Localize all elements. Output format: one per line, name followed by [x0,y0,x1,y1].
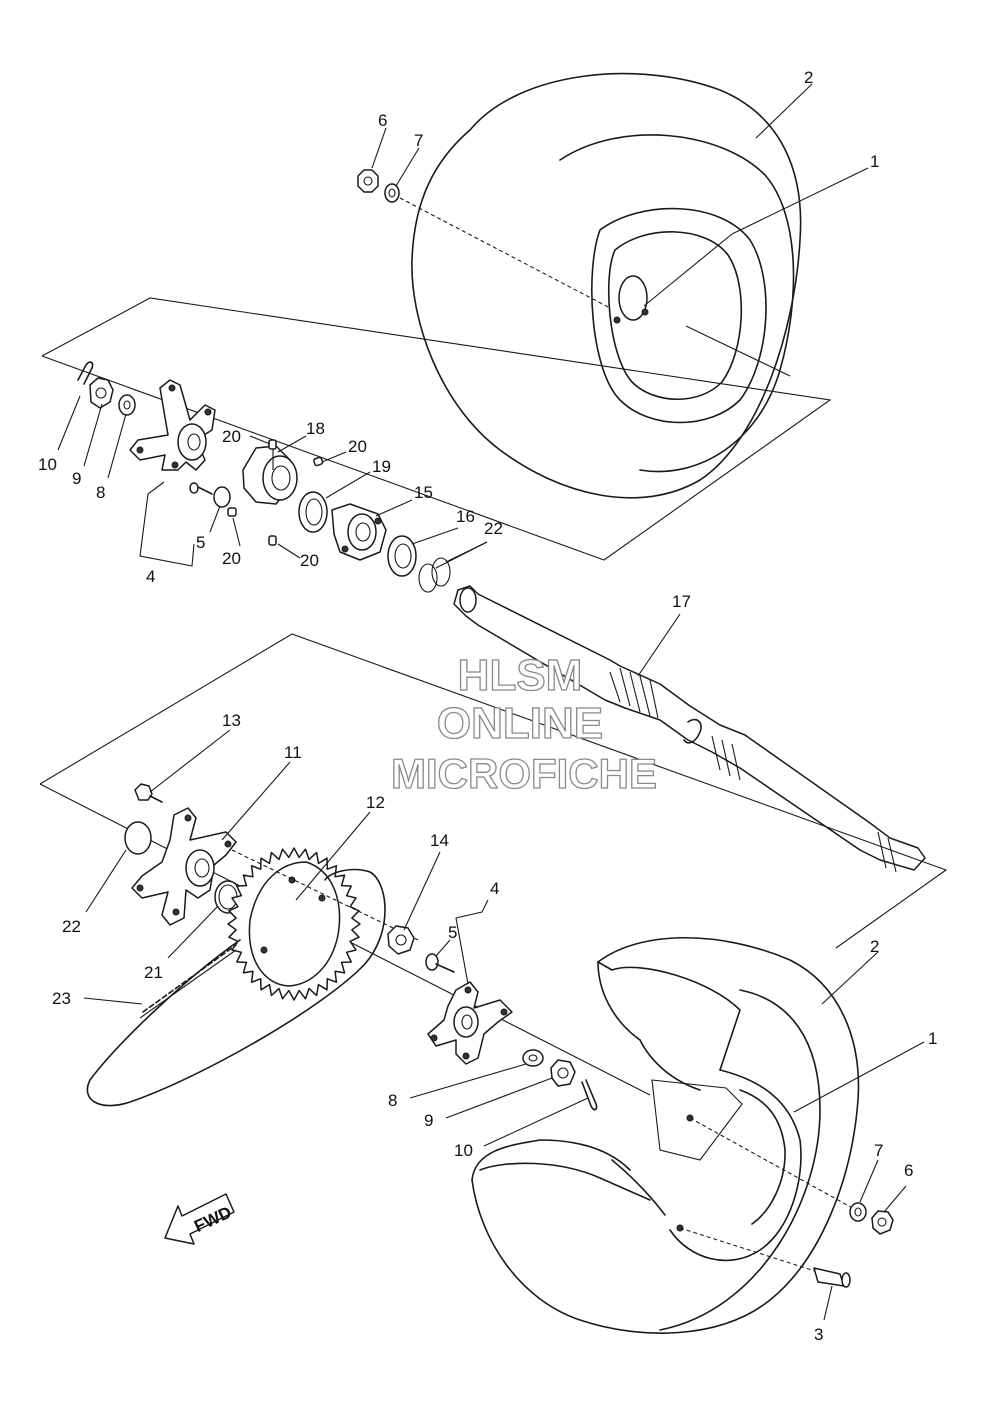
valve-stem [813,1267,851,1288]
callout-18: 18 [306,419,325,438]
grease-nipples [227,439,324,546]
callout-22-lower: 22 [62,917,81,936]
callout-10-upper: 10 [38,455,57,474]
callout-4-upper: 4 [146,567,155,586]
bearing-housing-15 [331,503,387,561]
callout-9-upper: 9 [72,469,81,488]
upper-cotter-pin [77,361,94,385]
callout-2-lower: 2 [870,937,879,956]
callout-7-lower: 7 [874,1141,883,1160]
callout-23: 23 [52,989,71,1008]
callout-6-lower: 6 [904,1161,913,1180]
callout-20-a: 20 [222,427,241,446]
drive-chain-links [139,944,237,1019]
callout-8-upper: 8 [96,483,105,502]
sprocket-nut [387,925,415,955]
callout-8-lower: 8 [388,1091,397,1110]
watermark-line-3: MICROFICHE [391,750,657,797]
callout-3: 3 [814,1325,823,1344]
leader-lines [57,83,925,1321]
callout-1-lower: 1 [928,1029,937,1048]
callout-1-upper: 1 [870,152,879,171]
circlips-22-upper [418,557,451,593]
upper-wheel-nut [357,169,379,193]
callout-13: 13 [222,711,241,730]
lower-axle-washer [522,1049,544,1067]
lower-hub-flange [427,981,513,1065]
sprocket-hub-bolt [134,783,163,803]
lower-axle-nut [550,1059,576,1087]
fwd-arrow-icon: FWD [164,1193,235,1245]
drive-chain-loop [86,868,386,1107]
callout-16: 16 [456,507,475,526]
callout-15: 15 [414,483,433,502]
callout-2-upper: 2 [804,68,813,87]
rear-axle [453,585,926,873]
callout-20-d: 20 [300,551,319,570]
callout-10-lower: 10 [454,1141,473,1160]
callout-11: 11 [284,743,302,762]
lower-tire [471,937,860,1334]
lower-wheel-nut [871,1210,894,1235]
upper-axle-washer [118,394,136,416]
callout-5-upper: 5 [196,533,205,552]
callout-12: 12 [366,793,385,812]
upper-tire [411,72,802,499]
lower-hub-bolt [425,953,455,973]
upper-assembly-boundary [41,297,832,561]
watermark-line-1: HLSM [458,651,583,700]
upper-wheel-washer [384,183,400,203]
callout-20-b: 20 [348,437,367,456]
o-ring-22-lower [124,821,152,855]
callout-6-upper: 6 [378,111,387,130]
callout-9-lower: 9 [424,1111,433,1130]
callout-14: 14 [430,831,449,850]
callout-7-upper: 7 [414,131,423,150]
callout-20-c: 20 [222,549,241,568]
oil-seal-19 [298,491,328,533]
upper-hub-flange [129,379,216,471]
callout-21: 21 [144,963,163,982]
upper-hub-bolt [189,482,231,508]
bearing-housing-hex [242,440,298,505]
watermark: HLSM ONLINE MICROFICHE [390,650,657,797]
callout-4-lower: 4 [490,879,499,898]
upper-axle-nut [89,377,114,409]
lower-cotter-pin [581,1079,598,1111]
sprocket-hub [131,807,237,926]
rear-sprocket [227,847,361,1001]
callout-labels: 2 1 6 7 10 9 8 5 4 20 18 20 19 20 20 15 … [38,68,937,1344]
callout-19: 19 [372,457,391,476]
lower-wheel-washer [849,1202,867,1222]
oil-seal-16 [387,535,417,577]
callout-22-upper: 22 [484,519,503,538]
callout-17: 17 [672,592,691,611]
callout-5-lower: 5 [448,923,457,942]
watermark-line-2: ONLINE [437,699,603,748]
